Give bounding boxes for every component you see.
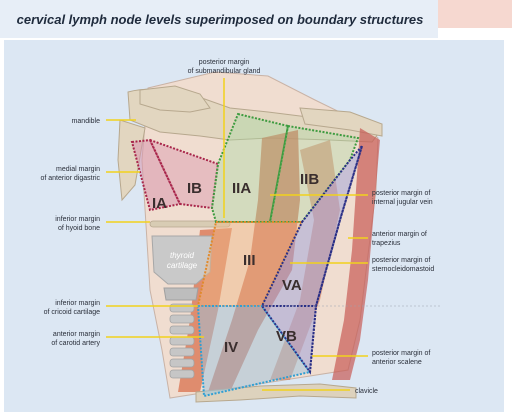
level-IV-label: IV [224,339,238,356]
trapezius-muscle [332,128,380,380]
annotation-submandibular-line1: posterior margin [199,59,250,66]
annotation-digastric-line2: of anterior digastric [40,175,100,182]
annotation-carotid-line1: anterior margin [53,331,100,338]
annotation-jugular-line2: internal jugular vein [372,199,433,206]
annotation-clavicle: clavicle [355,388,378,395]
thyroid-cartilage [151,235,213,285]
annotation-scalene-line2: anterior scalene [372,359,422,366]
level-IB-label: IB [187,180,202,197]
trachea [169,303,195,379]
annotation-mandible: mandible [72,118,101,125]
title-bar [0,0,438,38]
cricoid-cartilage [163,287,199,301]
level-VB-label: VB [276,328,297,345]
level-IV-region [196,305,312,398]
annotation-submandibular-line2: of submandibular gland [188,68,261,75]
thyroid-cartilage-label-line1: thyroid [170,251,195,260]
leader-lines [106,78,368,391]
maxilla-bone [139,85,211,113]
level-VA-label: VA [282,277,302,294]
annotation-cricoid-line1: inferior margin [55,300,100,307]
annotation-scalene-line1: posterior margin of [372,350,430,357]
annotation-carotid-line2: of carotid artery [51,340,100,347]
annotation-sternocleidomastoid-line1: posterior margin of [372,257,430,264]
level-VA-region [260,145,363,307]
figure-title: cervical lymph node levels superimposed … [16,12,424,27]
annotation-hyoid-line2: of hyoid bone [58,225,100,232]
annotation-hyoid-line1: inferior margin [55,216,100,223]
annotation-cricoid-line2: of cricoid cartilage [44,309,101,316]
level-III-label: III [243,252,256,269]
title-accent-bar [438,0,512,28]
annotation-trapezius-line2: trapezius [372,240,401,247]
annotation-digastric-line1: medial margin [56,166,100,173]
thyroid-cartilage-label-line2: cartilage [167,261,198,270]
level-IA-label: IA [152,195,167,212]
annotation-sternocleidomastoid-line2: sternocleidomastoid [372,266,434,273]
mandible-ramus [117,119,146,202]
level-VB-region [260,305,318,375]
level-IIA-label: IIA [232,180,251,197]
annotation-trapezius-line1: anterior margin of [372,231,427,238]
level-IIB-label: IIB [300,171,319,188]
hyoid-bone [149,220,231,228]
level-V-posterior-border [309,145,363,373]
annotation-jugular-line1: posterior margin of [372,190,430,197]
